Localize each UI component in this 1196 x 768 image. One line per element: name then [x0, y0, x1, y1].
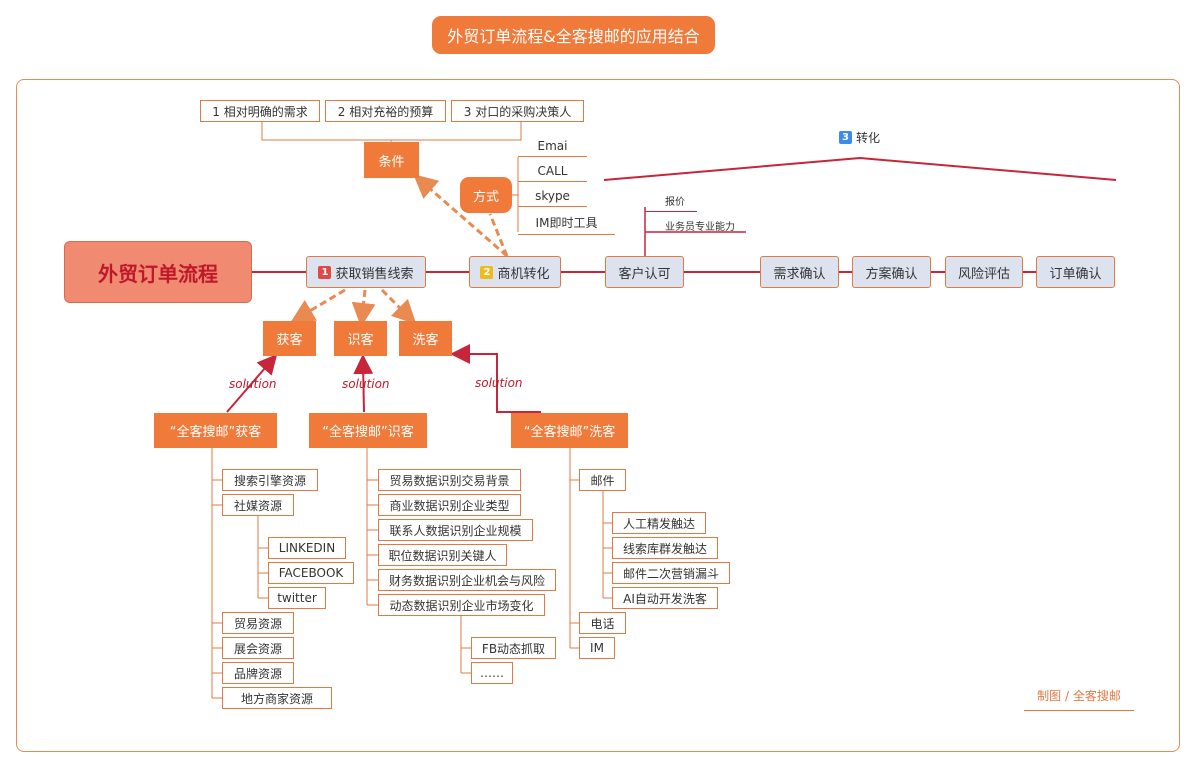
acquire-item[interactable]: 展会资源: [222, 637, 294, 659]
solution-label: solution: [342, 377, 390, 391]
condition-item[interactable]: 1 相对明确的需求: [200, 100, 320, 122]
identify-item[interactable]: 贸易数据识别交易背景: [378, 469, 521, 491]
action-clean[interactable]: 洗客: [399, 321, 452, 356]
tree-connectors-clean: [569, 448, 612, 649]
clean-item[interactable]: 邮件: [579, 469, 626, 491]
recognition-connectors: [644, 207, 746, 258]
acquire-item[interactable]: 搜索引擎资源: [222, 469, 318, 491]
identify-item[interactable]: 职位数据识别关键人: [378, 544, 507, 566]
stage-plan-confirm[interactable]: 方案确认: [852, 256, 931, 288]
dynamic-item[interactable]: FB动态抓取: [471, 637, 556, 659]
clean-item[interactable]: IM: [579, 637, 615, 659]
identify-item[interactable]: 联系人数据识别企业规模: [378, 519, 533, 541]
solution-acquire[interactable]: “全客搜邮”获客: [154, 413, 277, 448]
action-identify[interactable]: 识客: [334, 321, 387, 356]
stage-need-confirm[interactable]: 需求确认: [760, 256, 839, 288]
condition-item[interactable]: 3 对口的采购决策人: [451, 100, 584, 122]
conditions-connectors: [261, 122, 522, 142]
stage-order-confirm[interactable]: 订单确认: [1036, 256, 1115, 288]
solution-label: solution: [475, 376, 523, 390]
social-item[interactable]: FACEBOOK: [268, 562, 354, 584]
transform-text: 转化: [856, 131, 881, 145]
acquire-item[interactable]: 品牌资源: [222, 662, 294, 684]
stage-risk-assess[interactable]: 风险评估: [945, 256, 1023, 288]
email-item[interactable]: 邮件二次营销漏斗: [612, 562, 730, 584]
tree-connectors-identify: [366, 448, 471, 674]
methods-connectors: [512, 157, 519, 232]
recognition-item-quote[interactable]: 报价: [645, 193, 697, 212]
diagram-frame: [16, 79, 1180, 752]
method-item[interactable]: skype: [518, 189, 587, 207]
identify-item[interactable]: 商业数据识别企业类型: [378, 494, 521, 516]
stage-leads[interactable]: 1 获取销售线索: [306, 256, 426, 288]
dashed-arrows: [290, 174, 509, 327]
transform-line: [603, 156, 1117, 181]
email-item[interactable]: 人工精发触达: [612, 512, 706, 534]
conditions-node[interactable]: 条件: [364, 142, 419, 178]
acquire-item[interactable]: 地方商家资源: [222, 687, 332, 709]
badge-1: 1: [318, 265, 332, 279]
identify-item[interactable]: 财务数据识别企业机会与风险: [378, 569, 556, 591]
clean-item[interactable]: 电话: [579, 612, 626, 634]
email-item[interactable]: 线索库群发触达: [612, 537, 718, 559]
email-item[interactable]: AI自动开发洗客: [612, 587, 718, 609]
identify-item[interactable]: 动态数据识别企业市场变化: [378, 594, 545, 616]
tree-connectors-acquire: [211, 448, 268, 699]
action-acquire[interactable]: 获客: [263, 321, 316, 356]
recognition-item-skill[interactable]: 业务员专业能力: [665, 222, 735, 233]
solution-arrows: [226, 344, 541, 413]
page-title: 外贸订单流程&全客搜邮的应用结合: [432, 16, 715, 54]
solution-identify[interactable]: “全客搜邮”识客: [309, 413, 427, 448]
solution-label: solution: [229, 377, 277, 391]
dynamic-item[interactable]: ……: [471, 662, 513, 684]
method-item[interactable]: CALL: [518, 164, 587, 182]
solution-clean[interactable]: “全客搜邮”洗客: [511, 413, 628, 448]
stage-conversion[interactable]: 2 商机转化: [469, 256, 561, 288]
condition-item[interactable]: 2 相对充裕的预算: [325, 100, 446, 122]
badge-2: 2: [480, 265, 494, 279]
method-item[interactable]: Emai: [518, 139, 587, 157]
method-item[interactable]: IM即时工具: [518, 214, 615, 235]
badge-3: 3: [839, 131, 852, 144]
social-item[interactable]: twitter: [268, 587, 326, 609]
stage-label: 获取销售线索: [335, 266, 414, 282]
acquire-item[interactable]: 社媒资源: [222, 494, 294, 516]
transform-label[interactable]: 3 转化: [839, 129, 880, 146]
credit-text: 制图 / 全客搜邮: [1024, 687, 1134, 711]
acquire-item[interactable]: 贸易资源: [222, 612, 294, 634]
social-item[interactable]: LINKEDIN: [268, 537, 346, 559]
stage-customer-recognition[interactable]: 客户认可: [605, 256, 684, 288]
stage-label: 商机转化: [497, 266, 550, 282]
methods-node[interactable]: 方式: [460, 177, 512, 213]
main-topic[interactable]: 外贸订单流程: [64, 241, 252, 303]
